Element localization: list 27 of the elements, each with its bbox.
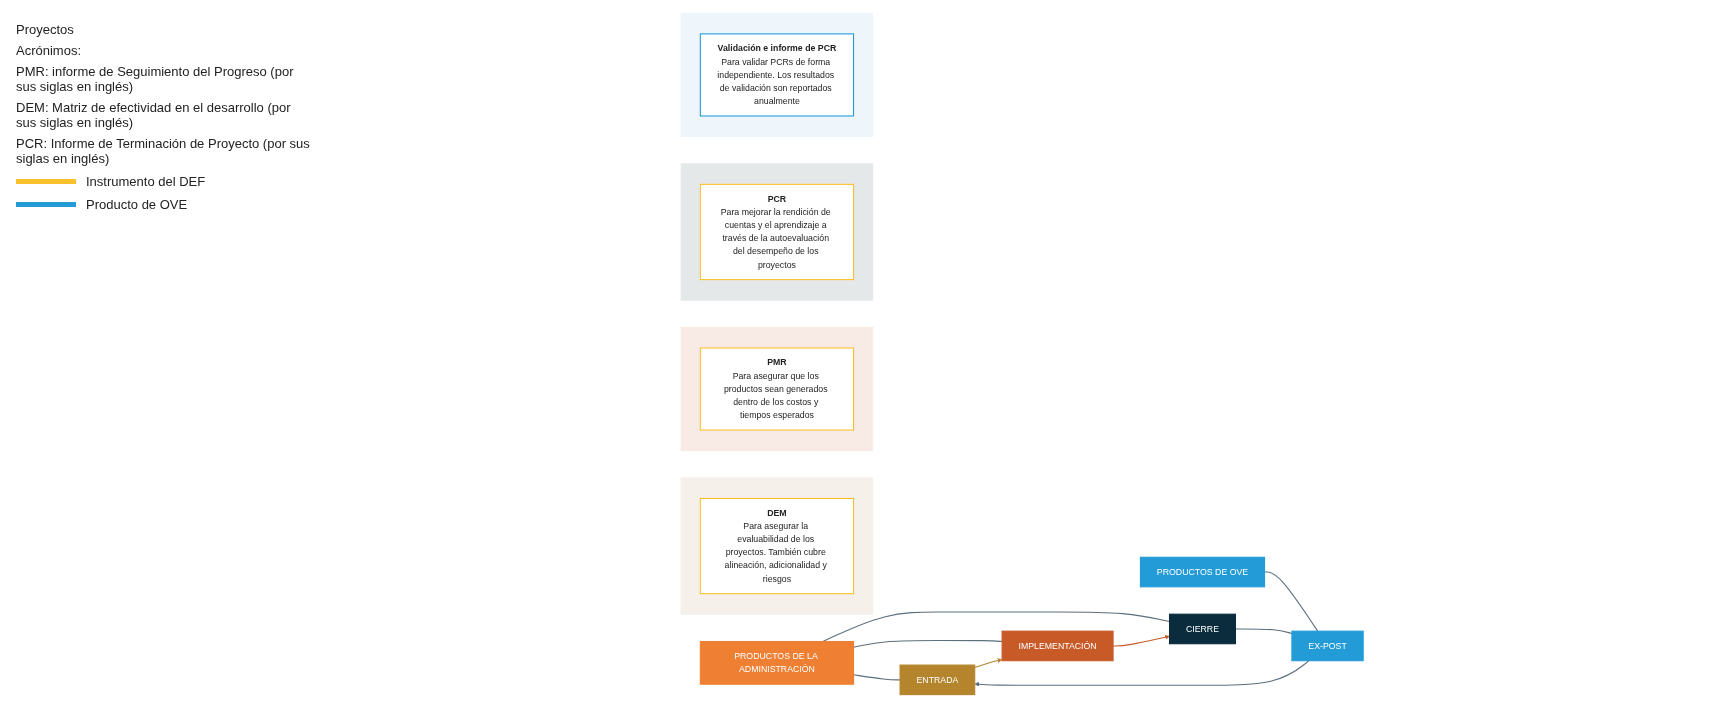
node-box: ENTRADA (899, 664, 976, 696)
node-box: PRODUCTOS DE OVE (1140, 556, 1266, 588)
node-box: PCR Para mejorar la rendición de cuentas y el aprendizaje a través de la autoevaluación del desempeño de los proyectos (700, 183, 855, 281)
cluster (680, 326, 874, 452)
legend-text: Instrumento del DEF (86, 174, 206, 189)
legend-text: Producto de OVE (86, 197, 188, 212)
node-box: DEM Para asegurar la evaluabilidad de los proyectos. También cubre alineación, adicionalidad y riesgos (700, 497, 855, 595)
cluster (680, 163, 874, 301)
connector (1264, 571, 1319, 632)
note-text: Proyectos (16, 22, 75, 37)
connector (853, 639, 1003, 648)
connector (853, 674, 901, 681)
arrow (974, 658, 1003, 668)
arrow (974, 660, 1310, 687)
note-text: DEM: Matriz de efectividad en el desarrollo (por sus siglas en inglés) (16, 100, 292, 130)
note-text: PCR: Informe de Terminación de Proyecto (por sus siglas en inglés) (16, 136, 311, 166)
node-box: EX-POST (1291, 630, 1365, 662)
cluster (680, 477, 874, 615)
note-text: Acrónimos: (16, 43, 83, 58)
node-box: Validación e informe de PCR Para validar PCRs de forma independiente. Los resultados de validación son reportados anualmente (700, 33, 855, 117)
node-box: CIERRE (1169, 613, 1237, 645)
node-box: PMR Para asegurar que los productos sean generados dentro de los costos y tiempos esperados (700, 347, 855, 431)
cluster (680, 12, 874, 138)
note-text: PMR: informe de Seguimiento del Progreso (por sus siglas en inglés) (16, 64, 295, 94)
node-box: IMPLEMENTACIÓN (1001, 630, 1114, 662)
node-box: PRODUCTOS DE LA ADMINISTRACIÓN (700, 641, 855, 685)
connector (1235, 628, 1293, 635)
